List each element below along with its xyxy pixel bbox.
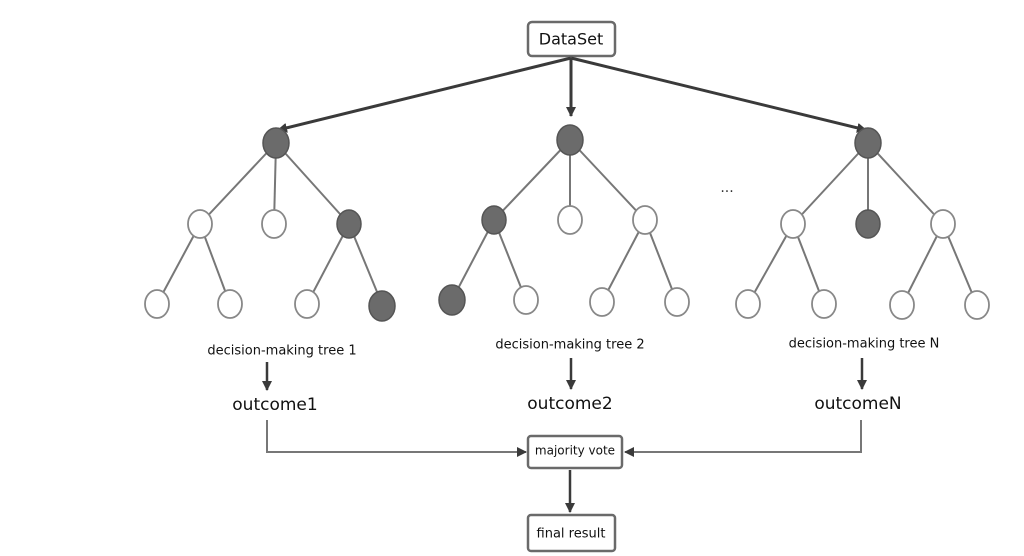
arrow-to-tree-1 (277, 56, 572, 133)
tree-node (964, 290, 990, 320)
tree-node (664, 287, 690, 317)
tree-node (481, 205, 507, 235)
majority-vote-label: majority vote (535, 444, 615, 458)
outcome-n-label: outcomeN (814, 394, 901, 414)
tree-node (217, 289, 243, 319)
tree-node (889, 290, 915, 320)
tree-node (589, 287, 615, 317)
tree-node (294, 289, 320, 319)
majority-vote-box: majority vote (526, 434, 624, 470)
tree-node (557, 205, 583, 235)
arrow-to-tree-n (570, 56, 867, 133)
tree-node (854, 127, 882, 159)
tree-node (513, 285, 539, 315)
tree-2-label: decision-making tree 2 (495, 338, 644, 353)
tree-node (735, 289, 761, 319)
vote-connectors (266, 420, 862, 457)
outcome-1-label: outcome1 (232, 395, 317, 415)
dataset-label: DataSet (539, 30, 603, 49)
tree-node (780, 209, 806, 239)
tree-node (556, 124, 584, 156)
tree-n-label: decision-making tree N (789, 337, 940, 352)
tree-node (632, 205, 658, 235)
final-result-label: final result (537, 527, 606, 542)
decision-tree-2 (438, 124, 690, 317)
tree-1-label: decision-making tree 1 (207, 344, 356, 359)
ellipsis-text: ... (720, 180, 733, 196)
tree-node (930, 209, 956, 239)
tree-node (368, 290, 396, 322)
tree-node (855, 209, 881, 239)
tree-node (262, 127, 290, 159)
tree-node (261, 209, 287, 239)
dataset-box: DataSet (526, 20, 617, 58)
decision-tree-n (735, 127, 990, 320)
decision-tree-1 (144, 127, 396, 322)
outcome-arrows (262, 358, 867, 391)
outcome-2-label: outcome2 (527, 394, 612, 414)
dataset-arrows (277, 56, 867, 133)
tree-node (438, 284, 466, 316)
tree-node (811, 289, 837, 319)
tree-node (144, 289, 170, 319)
tree-node (187, 209, 213, 239)
tree-node (336, 209, 362, 239)
final-result-box: final result (526, 513, 617, 553)
